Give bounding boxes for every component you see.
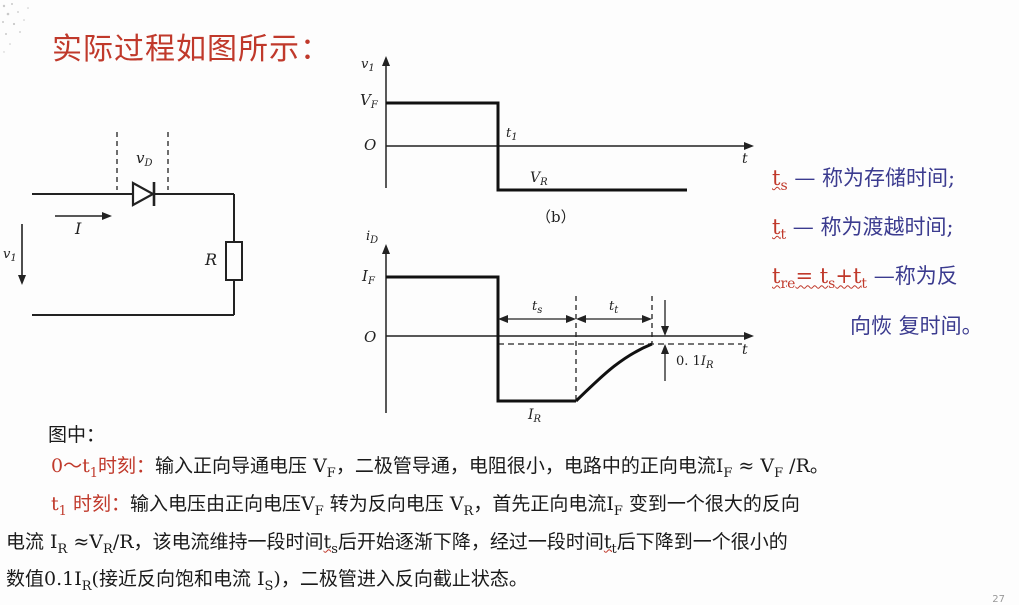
v-y-arrowhead	[382, 56, 390, 66]
current-recovery-curve	[574, 342, 653, 403]
v-origin-label: O	[364, 136, 376, 154]
explanation-line-4: 数值0.1IR(接近反向饱和电流 IS)，二极管进入反向截止状态。	[6, 568, 528, 595]
tre-definition: tre= ts+tt —称为反	[772, 264, 958, 293]
v-x-arrowhead	[744, 142, 754, 150]
circuit-diagram	[32, 193, 243, 316]
tt-arrow-right	[642, 315, 652, 323]
current-label: I	[74, 219, 82, 238]
resistor-label: R	[204, 250, 217, 269]
corner-decoration	[2, 3, 29, 53]
tt-label: tt	[609, 299, 619, 316]
VF-label: VF	[360, 91, 379, 111]
v1-label: v1	[3, 247, 17, 264]
page-number: 27	[992, 594, 1005, 605]
current-plot	[382, 244, 754, 413]
explanation-line-2: t1 时刻：输入电压由正向电压VF 转为反向电压 VR，首先正向电流IF 变到一…	[51, 492, 800, 519]
tt-arrow-left	[576, 315, 586, 323]
tenth-top-arrowhead	[661, 326, 669, 336]
ts-arrow-right	[566, 315, 576, 323]
ts-definition: ts — 称为存储时间;	[772, 166, 956, 195]
v-y-label: v1	[361, 57, 375, 74]
i-origin-label: O	[364, 328, 376, 346]
resistor	[225, 241, 243, 281]
t1-label: t1	[506, 126, 518, 143]
time-definitions: ts — 称为存储时间; tt — 称为渡越时间; tre= ts+tt —称为…	[772, 158, 1012, 347]
IR-label: IR	[527, 407, 542, 425]
ts-arrow-left	[498, 315, 508, 323]
slide-title: 实际过程如图所示：	[52, 32, 331, 67]
IF-label: IF	[361, 267, 376, 287]
i-y-label: iD	[366, 229, 378, 246]
plot-b-caption: （b）	[536, 208, 576, 226]
explanation-line-1: 0～t1时刻：输入正向导通电压 VF，二极管导通，电阻很小，电路中的正向电流IF…	[51, 455, 829, 481]
tt-definition: tt — 称为渡越时间;	[772, 215, 954, 244]
vD-dashes	[116, 132, 169, 190]
VR-label: VR	[530, 170, 548, 188]
v-t-label: t	[742, 151, 748, 167]
i-x-arrowhead	[744, 332, 754, 340]
explanation-line-3: 电流 IR ≈VR/R，该电流维持一段时间ts后开始逐渐下降，经过一段时间tt后…	[6, 530, 788, 557]
i-y-arrowhead	[382, 244, 390, 254]
voltage-waveform	[386, 101, 687, 192]
explanation-text: 图中： 0～t1时刻：输入正向导通电压 VF，二极管导通，电阻很小，电路中的正向…	[6, 420, 1011, 602]
voltage-plot	[382, 56, 754, 192]
i-t-label: t	[742, 342, 748, 358]
diode-symbol	[131, 181, 156, 207]
vD-label: vD	[136, 149, 153, 169]
explanation-heading: 图中：	[48, 424, 106, 446]
v1-arrow	[18, 224, 26, 285]
ts-label: ts	[532, 299, 542, 316]
current-arrow	[55, 212, 112, 220]
tenth-bottom-arrowhead	[661, 344, 669, 354]
tre-definition-cont: 向恢 复时间。	[850, 313, 983, 338]
tenth-IR-label: 0. 1IR	[676, 354, 714, 371]
current-waveform-step	[386, 275, 576, 403]
